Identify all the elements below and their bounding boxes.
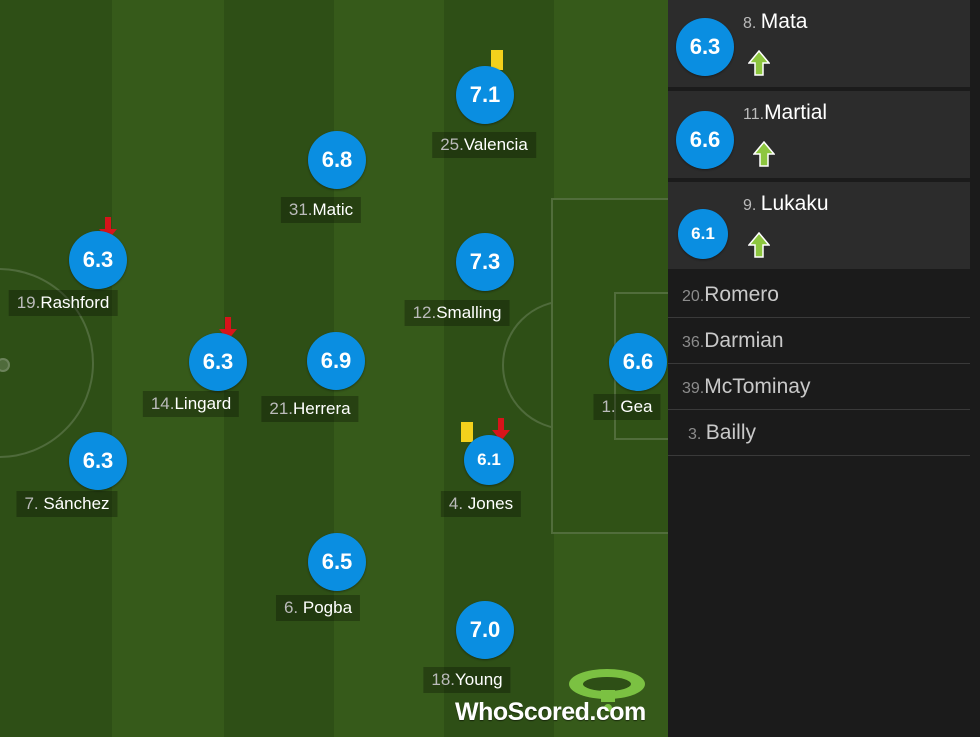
player-rating-badge: 6.9: [307, 332, 365, 390]
player-rating-badge: 7.1: [456, 66, 514, 124]
player-name-label: 1. Gea: [593, 394, 661, 420]
player-rating-badge: 7.3: [456, 233, 514, 291]
substitutes-panel: 6.3 8. Mata 6.6 11.Martial 6.1 9. Lukaku…: [668, 0, 980, 737]
center-spot: [0, 358, 10, 372]
player-name-label: 4. Jones: [440, 491, 522, 517]
player-name-label: 31.Matic: [280, 197, 362, 223]
player-name-label: 25.Valencia: [432, 132, 536, 158]
bench-row-darmian[interactable]: 36.Darmian: [668, 318, 970, 364]
sub-on-arrow-icon: [748, 50, 770, 76]
player-rating-badge: 6.3: [189, 333, 247, 391]
substitute-name: 8. Mata: [743, 10, 808, 33]
player-rating-badge: 6.5: [308, 533, 366, 591]
bench-player-name: 39.McTominay: [682, 375, 811, 398]
player-name-label: 19.Rashford: [8, 290, 118, 316]
player-name-label: 6. Pogba: [275, 595, 361, 621]
player-rating-badge: 6.1: [464, 435, 514, 485]
bench-row-bailly[interactable]: 3. Bailly: [668, 410, 970, 456]
yellow-card-icon: [461, 422, 473, 442]
player-rating-badge: 6.1: [678, 209, 728, 259]
sub-on-arrow-icon: [748, 232, 770, 258]
substitute-row-martial[interactable]: 6.6 11.Martial: [668, 91, 970, 180]
bench-player-name: 20.Romero: [682, 283, 779, 306]
player-rating-badge: 7.0: [456, 601, 514, 659]
player-name-label: 18.Young: [423, 667, 511, 693]
bench-row-mctominay[interactable]: 39.McTominay: [668, 364, 970, 410]
substitute-row-lukaku[interactable]: 6.1 9. Lukaku: [668, 182, 970, 271]
player-name-label: 12.Smalling: [404, 300, 510, 326]
player-rating-badge: 6.8: [308, 131, 366, 189]
question-mark-logo-icon: [569, 669, 645, 712]
bench-player-name: 36.Darmian: [682, 329, 784, 352]
logo-text: WhoScored.com: [455, 698, 646, 726]
yellow-card-icon: [491, 50, 503, 70]
substitute-name: 11.Martial: [743, 101, 828, 124]
pitch: 7.1 25.Valencia 6.8 31.Matic 6.3 19.Rash…: [0, 0, 668, 737]
player-rating-badge: 6.6: [609, 333, 667, 391]
substitute-name: 9. Lukaku: [743, 192, 829, 215]
player-rating-badge: 6.6: [676, 111, 734, 169]
player-rating-badge: 6.3: [676, 18, 734, 76]
player-name-label: 7. Sánchez: [16, 491, 118, 517]
sub-on-arrow-icon: [753, 141, 775, 167]
player-rating-badge: 6.3: [69, 231, 127, 289]
player-name-label: 21.Herrera: [261, 396, 359, 422]
player-rating-badge: 6.3: [69, 432, 127, 490]
player-name-label: 14.Lingard: [142, 391, 240, 417]
bench-player-name: 3. Bailly: [688, 421, 756, 444]
whoscored-logo: WhoScored.com: [455, 668, 661, 728]
substitute-row-mata[interactable]: 6.3 8. Mata: [668, 0, 970, 89]
bench-row-romero[interactable]: 20.Romero: [668, 272, 970, 318]
